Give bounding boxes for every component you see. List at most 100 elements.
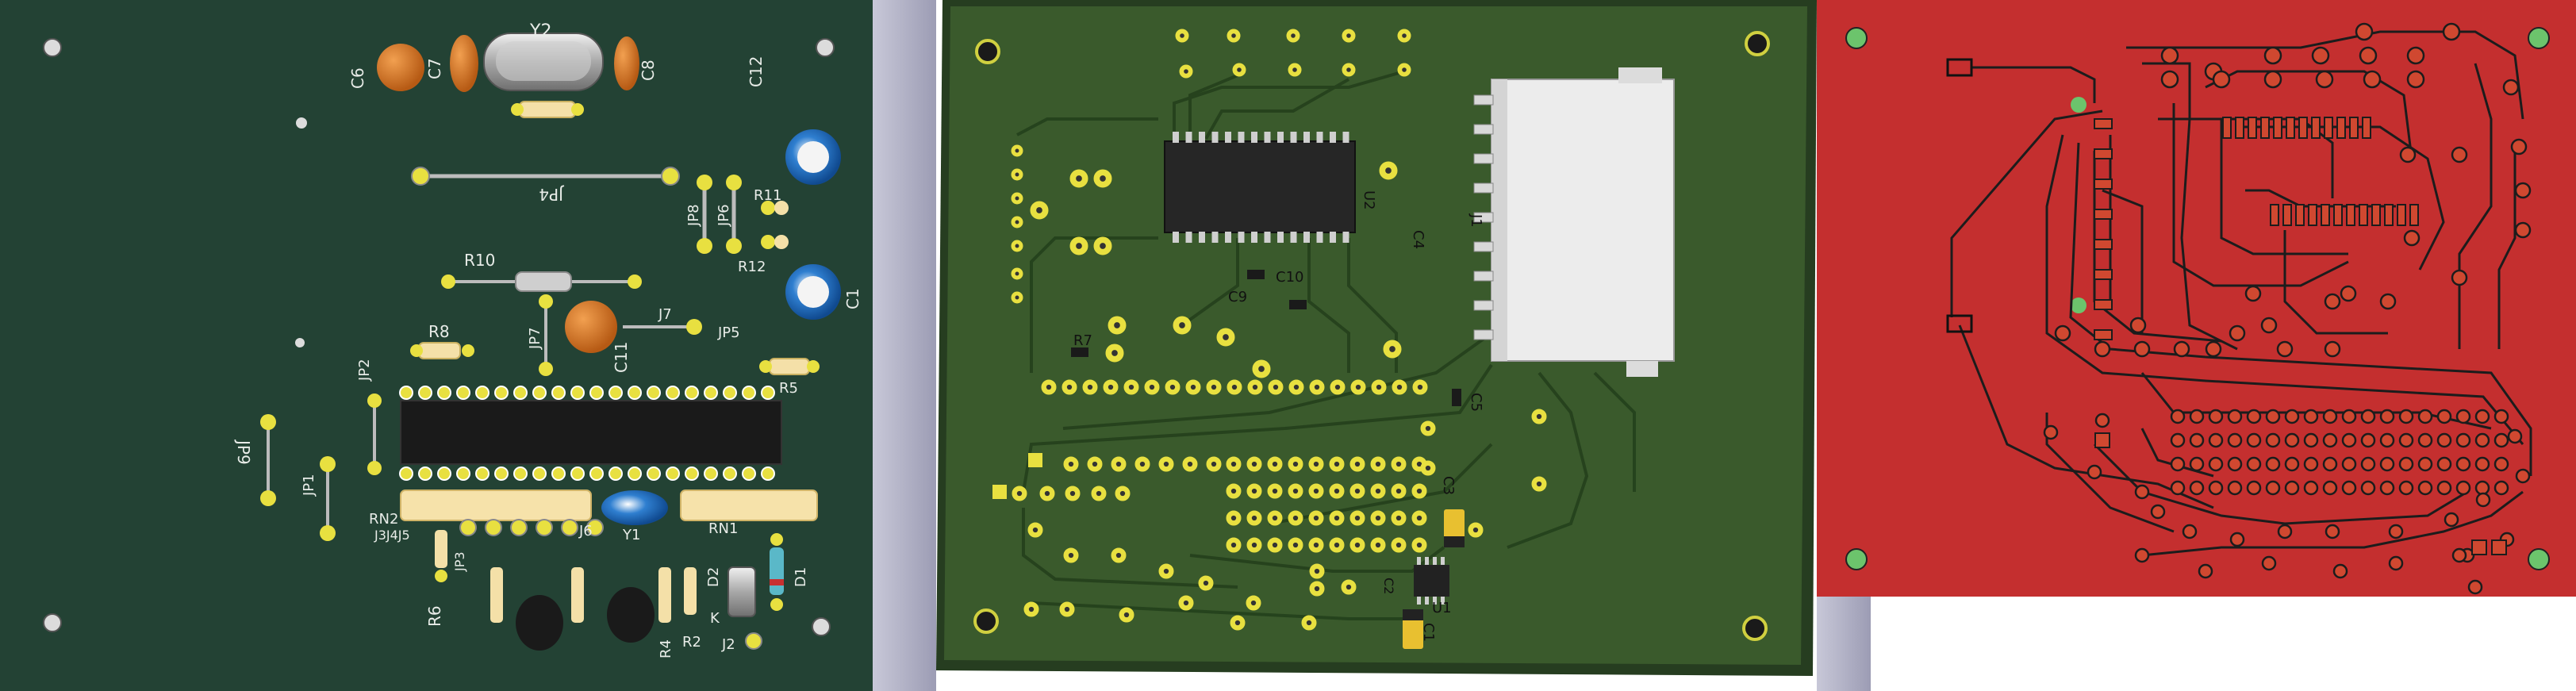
copper-pad (2332, 563, 2348, 579)
copper-pad (2227, 432, 2243, 448)
copper-pad (2150, 504, 2166, 520)
label-j1: J1 (1468, 213, 1484, 228)
copper-pad (2417, 432, 2433, 448)
copper-pad (2325, 524, 2340, 539)
copper-trace (1950, 109, 2103, 317)
mounting-hole-copper (1845, 548, 1868, 570)
copper-pad (2265, 480, 2281, 496)
ic-pin (1277, 232, 1284, 243)
copper-square-pad (2491, 539, 2507, 555)
copper-pad (2303, 456, 2319, 472)
panel-gap-1 (873, 0, 936, 691)
copper-smd-pad (2094, 329, 2113, 340)
capacitor-c11 (565, 301, 617, 353)
copper-smd-pad (2248, 117, 2257, 139)
dip-pin (532, 386, 547, 400)
dip-pin (723, 466, 737, 481)
copper-pad (2208, 432, 2224, 448)
label-r5: R5 (779, 380, 798, 397)
sd-pin (1473, 153, 1494, 164)
ic-pin (1303, 132, 1310, 143)
copper-pad (2502, 79, 2520, 96)
dip-pin (608, 466, 623, 481)
ic-pin (1225, 132, 1231, 143)
trace (1031, 601, 1404, 620)
copper-pad (2442, 22, 2461, 41)
ic-pin (1316, 232, 1323, 243)
copper-pad (2355, 22, 2374, 41)
trace (1022, 508, 1238, 589)
copper-pad (2261, 555, 2277, 571)
label-j2: J2 (721, 636, 735, 653)
copper-pad (2322, 480, 2338, 496)
label-jp2: JP2 (356, 359, 373, 382)
dip-pin (685, 386, 699, 400)
crystal-y1 (601, 490, 668, 525)
label-j3j4j5: J3J4J5 (374, 528, 410, 543)
copper-smd-pad (2094, 299, 2113, 310)
copper-pad (2379, 456, 2395, 472)
ic-pin (1264, 232, 1271, 243)
dip-pin (532, 466, 547, 481)
copper-smd-pad (2324, 117, 2333, 139)
ic-pin (1173, 232, 1179, 243)
label-jp8: JP8 (685, 204, 702, 227)
copper-smd-pad (2222, 117, 2232, 139)
ic-pin (1290, 232, 1297, 243)
ic-pin (1211, 232, 1219, 243)
copper-pad (2360, 432, 2376, 448)
copper-pad (2417, 480, 2433, 496)
copper-pad (2474, 432, 2490, 448)
label-jp7: JP7 (527, 327, 543, 350)
resistor-network-rn1 (680, 489, 818, 521)
copper-smd-pad (2384, 204, 2394, 226)
ic-pin (1251, 232, 1257, 243)
copper-pad (2324, 293, 2341, 310)
dip-pin (742, 386, 756, 400)
dip-pin (456, 466, 470, 481)
copper-pad (2094, 340, 2111, 358)
label-jp9: JP9 (234, 439, 253, 465)
mounting-hole (973, 608, 999, 634)
copper-pad (2474, 480, 2490, 496)
label-r7: R7 (1073, 332, 1092, 349)
label-c10: C10 (1276, 269, 1303, 286)
label-c1: C1 (1420, 623, 1437, 642)
copper-trace (2283, 230, 2388, 335)
copper-pad (2417, 409, 2433, 424)
copper-pad (2265, 432, 2281, 448)
copper-pad (2198, 563, 2213, 579)
copper-trace (1971, 66, 2096, 103)
copper-pad (2227, 409, 2243, 424)
mounting-hole (816, 38, 835, 57)
ic-pin (1199, 232, 1205, 243)
copper-pad (2227, 456, 2243, 472)
ic-u1 (1414, 565, 1449, 597)
copper-smd-pad (2371, 204, 2381, 226)
ic-pin (1277, 132, 1284, 143)
copper-pad (2493, 480, 2509, 496)
copper-pad (2043, 424, 2059, 440)
square-pad (1028, 453, 1042, 467)
copper-pad (2403, 229, 2421, 247)
dip-pin (608, 386, 623, 400)
copper-pad (2170, 409, 2186, 424)
label-y1: Y1 (622, 527, 640, 543)
copper-pad (2311, 46, 2330, 65)
copper-smd-pad (2298, 117, 2308, 139)
capacitor-c6 (377, 44, 424, 91)
mounting-hole (975, 39, 1000, 64)
copper-pad (2246, 409, 2262, 424)
copper-smd-pad (2094, 239, 2113, 250)
dip-pin (475, 466, 489, 481)
dip-pin (475, 386, 489, 400)
copper-pad (2087, 464, 2102, 480)
copper-pad (2507, 428, 2523, 444)
copper-pad (2208, 409, 2224, 424)
copper-pad (2360, 409, 2376, 424)
copper-pad (2475, 492, 2491, 508)
copper-trace (2102, 189, 2144, 333)
copper-pad (2360, 480, 2376, 496)
copper-board (1817, 0, 2576, 597)
